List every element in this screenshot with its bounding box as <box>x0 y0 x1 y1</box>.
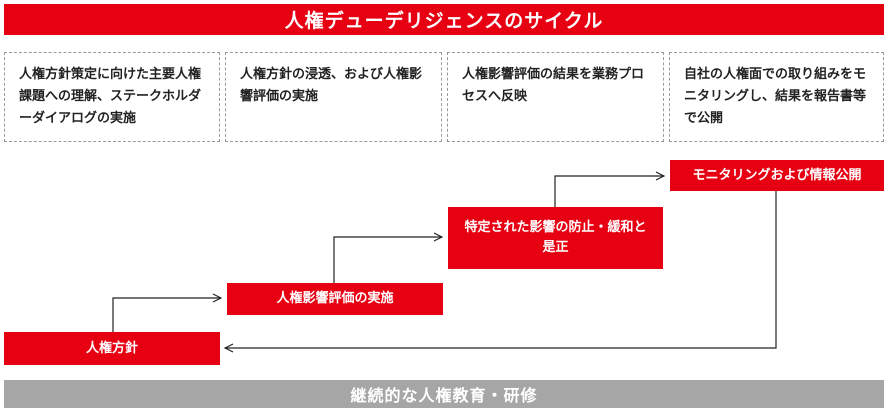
step-2-box: 人権影響評価の実施 <box>227 283 443 315</box>
arrow-step1-to-step2 <box>112 298 221 332</box>
description-box-3: 人権影響評価の結果を業務プロセスへ反映 <box>447 52 664 142</box>
step-1-box: 人権方針 <box>4 332 220 365</box>
diagram-title: 人権デューデリジェンスのサイクル <box>4 4 884 35</box>
description-box-2: 人権方針の浸透、および人権影響評価の実施 <box>225 52 442 142</box>
arrow-step4-to-step1 <box>225 191 777 348</box>
description-box-1: 人権方針策定に向けた主要人権課題への理解、ステークホルダーダイアログの実施 <box>4 52 220 142</box>
arrow-step3-to-step4 <box>554 176 664 207</box>
footer-bar: 継続的な人権教育・研修 <box>4 380 884 408</box>
step-4-box: モニタリングおよび情報公開 <box>670 160 884 191</box>
arrow-step2-to-step3 <box>333 237 442 283</box>
step-3-box: 特定された影響の防止・緩和と是正 <box>448 207 663 269</box>
description-box-4: 自社の人権面での取り組みをモニタリングし、結果を報告書等で公開 <box>669 52 884 142</box>
